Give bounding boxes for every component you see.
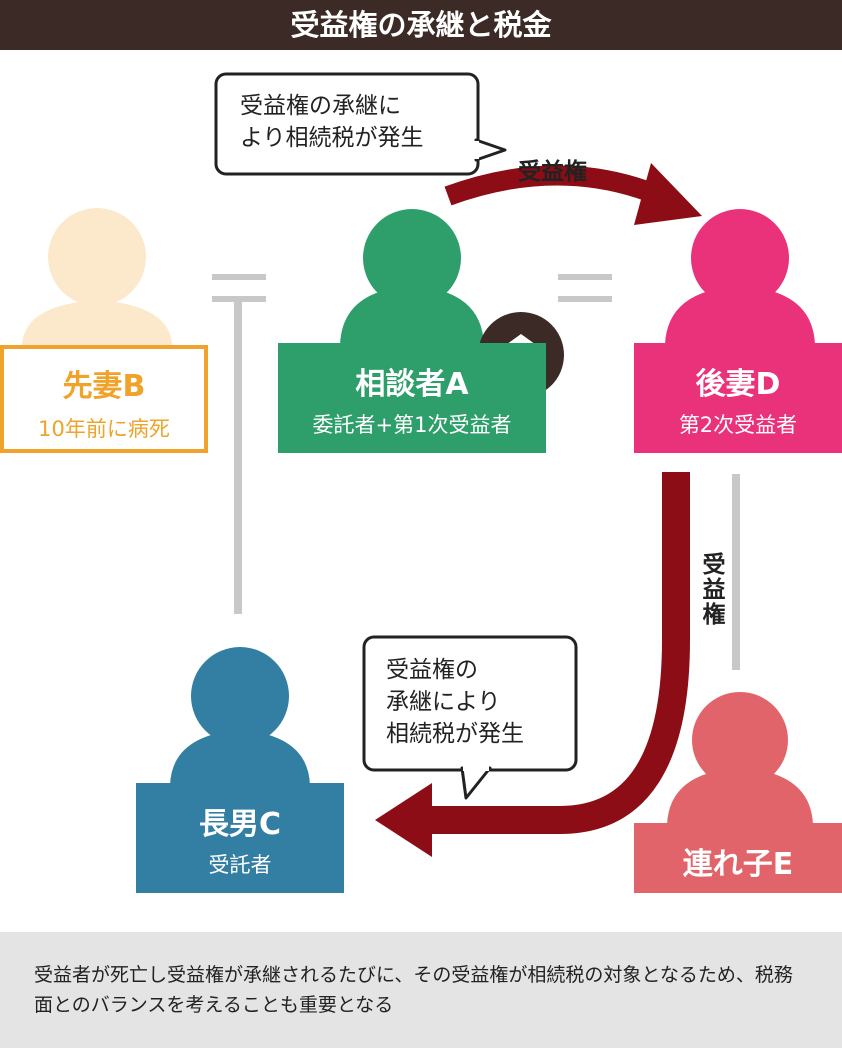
bubble-top-line-2: より相続税が発生 <box>240 125 424 151</box>
page-title: 受益権の承継と税金 <box>0 0 842 50</box>
arrow-label-top: 受益権 <box>518 159 587 185</box>
person-d-name: 後妻D <box>695 367 781 402</box>
marriage-line-a-d-top <box>558 274 612 280</box>
person-e-name: 連れ子E <box>682 847 794 882</box>
speech-bubble-bottom <box>362 635 578 800</box>
person-a-box: 相談者A 委託者+第1次受益者 <box>278 343 546 453</box>
footer-note: 受益者が死亡し受益権が承継されるたびに、その受益権が相続税の対象となるため、税務… <box>0 932 842 1048</box>
arrow-head-top <box>634 163 702 225</box>
bubble-bottom-line-3: 相続税が発生 <box>386 721 524 747</box>
person-b-role: 10年前に病死 <box>38 417 170 441</box>
person-d-box: 後妻D 第2次受益者 <box>634 343 842 453</box>
bubble-top-line-1: 受益権の承継に <box>240 93 401 119</box>
bubble-bottom-line-2: 承継により <box>386 689 501 715</box>
person-b-name: 先妻B <box>62 369 146 404</box>
inheritance-arrow-top <box>444 165 664 206</box>
marriage-line-b-a-top <box>212 274 266 280</box>
person-c-role: 受託者 <box>208 853 272 877</box>
person-a-name: 相談者A <box>355 367 469 402</box>
person-b-figure <box>22 208 172 345</box>
person-c-box: 長男C 受託者 <box>136 783 344 893</box>
speech-bubble-top <box>214 72 507 176</box>
person-e-figure <box>667 692 813 825</box>
relationship-diagram <box>22 72 815 857</box>
person-a-role: 委託者+第1次受益者 <box>312 413 512 437</box>
person-c-figure <box>170 647 310 785</box>
bubble-top-text: 受益権の承継に より相続税が発生 <box>240 90 470 154</box>
person-d-role: 第2次受益者 <box>678 413 798 437</box>
marriage-line-b-a-bottom <box>212 296 266 302</box>
child-line-e <box>732 474 740 670</box>
arrow-label-right: 受益権 <box>698 552 724 627</box>
arrow-head-left <box>375 783 432 857</box>
person-c-name: 長男C <box>198 807 282 842</box>
person-e-box: 連れ子E <box>634 823 842 893</box>
person-b-box: 先妻B 10年前に病死 <box>0 345 208 453</box>
bubble-bottom-line-1: 受益権の <box>386 657 478 683</box>
person-a-figure <box>340 209 484 345</box>
marriage-line-a-d-bottom <box>558 296 612 302</box>
person-d-figure <box>665 209 815 345</box>
child-line-c <box>234 302 242 614</box>
inheritance-arrow-right <box>420 472 690 834</box>
bubble-bottom-text: 受益権の 承継により 相続税が発生 <box>386 654 566 750</box>
